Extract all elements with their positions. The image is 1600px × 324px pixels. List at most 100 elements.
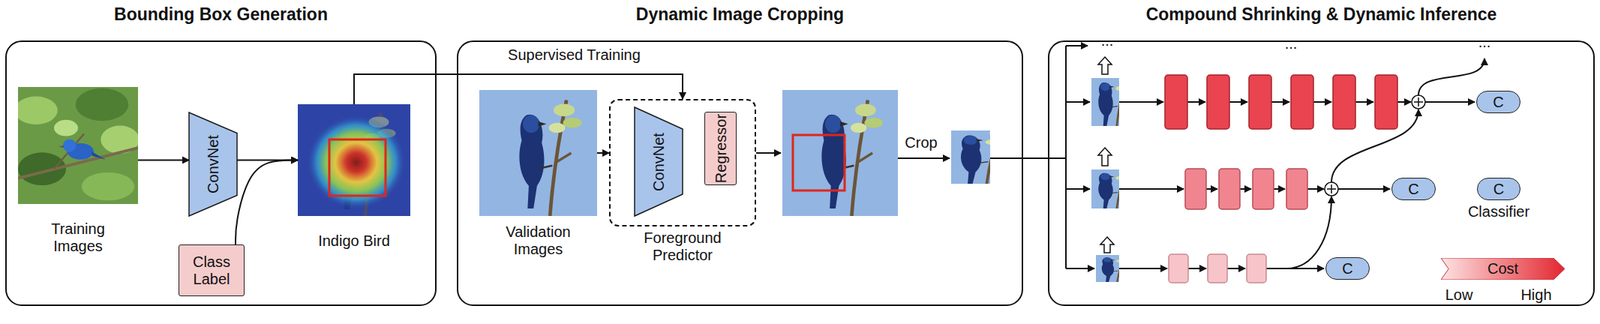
sum-symbol [1413,97,1423,107]
flow-arrow [1418,58,1485,96]
cropped-photo [1081,251,1141,285]
flow-arrow [1307,188,1324,190]
edge-label: Supervised Training [507,46,641,64]
annotation-label: ... [1284,35,1298,53]
panel-heading: Dynamic Image Cropping [458,4,1022,25]
sum-symbol [1326,184,1336,194]
node-label: Class Label [183,253,241,289]
flow-arrow [1355,101,1374,103]
network-block [1164,75,1188,130]
flow-connector [597,152,610,154]
flow-arrow [1065,45,1067,269]
training-photo [14,96,58,124]
classifier-pill: C [1476,90,1521,114]
flow-arrow [1273,188,1285,190]
image-frame: Training Images [18,87,139,205]
convnet-trapezoid: ConvNet [634,107,683,217]
flow-arrow [1119,101,1164,103]
network-block [1207,254,1228,283]
network-block [1185,168,1308,210]
network-block [1332,75,1356,130]
upscale-arrow [1100,237,1114,253]
text-holder: ConvNet [204,135,223,194]
flow-arrow [756,45,1485,269]
node-label: C [1329,260,1366,278]
node-label: C [1395,180,1432,199]
heatmap-photo [306,115,406,210]
predicted-photo [782,90,898,217]
training-photo [14,87,139,205]
network-block [1218,168,1240,210]
network-block [1168,254,1189,283]
annotation-label: ... [1101,32,1114,50]
network-block [1248,75,1272,130]
text-holder: High [1520,286,1552,304]
node-label: Cost [1444,260,1561,278]
node-label: Validation Images [489,223,588,259]
cropped-photo [1074,163,1145,211]
upscale-arrow [1098,147,1112,166]
text-holder: Training Images [33,220,124,256]
text-holder: C [1326,260,1369,278]
network-block [1286,168,1308,210]
upscale-arrow [1098,57,1112,75]
flow-arrow [1119,188,1184,190]
text-holder: C [1477,180,1520,199]
training-photo [75,88,129,122]
node-label: C [1481,180,1516,199]
text-holder: Supervised Training [507,46,641,64]
bounding-box [329,139,386,196]
flow-arrow [1338,188,1390,190]
flow-arrow [1239,188,1252,190]
text-holder: Indigo Bird [294,232,415,250]
trapezoid-shape [634,107,683,217]
flow-arrow [990,157,1066,160]
classifier-legend: CClassifier [1476,177,1521,201]
flow-arrow [756,152,781,154]
network-block [1246,254,1267,283]
text-holder: Foreground Predictor [630,229,736,265]
heatmap-photo [297,104,411,217]
cost-arrow: Cost [1440,258,1565,280]
upscale-arrow [1098,57,1114,253]
predictor-group: Foreground PredictorConvNetRegressor [609,99,757,227]
flow-arrow [897,157,950,160]
image-frame: Validation Images [479,90,598,217]
text-holder: Compound Shrinking & Dynamic Inference [1049,4,1594,25]
text-holder: ... [1284,35,1298,53]
network-block [1374,75,1398,130]
cropped-photo [1081,251,1141,285]
node-label: Regressor [711,114,730,184]
heatmap-photo [297,104,411,217]
cropped-photo [927,123,1026,189]
bounding-box [792,135,845,191]
text-holder: Bounding Box Generation [6,4,436,25]
flow-arrow [1065,45,1088,47]
text-holder: Cost [1440,260,1565,278]
text-holder: C [1476,93,1520,112]
network-block [1290,75,1314,130]
text-holder: Low [1445,286,1474,304]
flow-connector [235,160,298,246]
network-block [1164,75,1398,130]
network-block [1206,75,1230,130]
annotation-label: ... [1478,33,1492,52]
training-photo [81,172,135,201]
flow-arrow [1065,101,1090,103]
panel-heading: Bounding Box Generation [6,4,436,25]
validation-photo [479,90,598,217]
panel-heading: Compound Shrinking & Dynamic Inference [1049,4,1594,25]
classifier-pill: C [1325,257,1370,280]
text-holder: Class Label [179,253,244,289]
node-label: Classifier [1453,203,1544,221]
annotation-label: Crop [904,134,937,152]
text-holder: Regressor [711,114,730,184]
flow-arrow [1187,101,1206,103]
flow-arrow [1271,101,1290,103]
cropped-photo [1074,71,1145,130]
stage-panel: Dynamic Image CroppingValidation ImagesF… [456,40,1024,307]
network-block [1185,168,1207,210]
stage-panel: Bounding Box GenerationTraining ImagesCo… [5,40,437,307]
node-label: ConvNet [650,132,668,192]
